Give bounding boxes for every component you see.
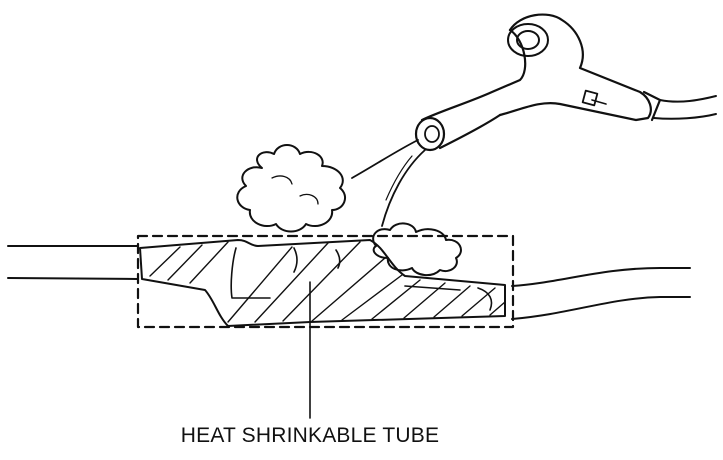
callout-label-heat-shrinkable-tube: HEAT SHRINKABLE TUBE (180, 424, 440, 447)
dashed-highlight-box (136, 234, 515, 329)
steam-cloud-upper (236, 144, 347, 233)
wire-right (511, 267, 691, 320)
steam-cloud-lower (372, 222, 462, 276)
wire-left (7, 245, 139, 280)
heat-gun-icon (414, 13, 717, 152)
hot-air-stream (351, 139, 426, 227)
heat-shrink-tube (139, 239, 506, 327)
